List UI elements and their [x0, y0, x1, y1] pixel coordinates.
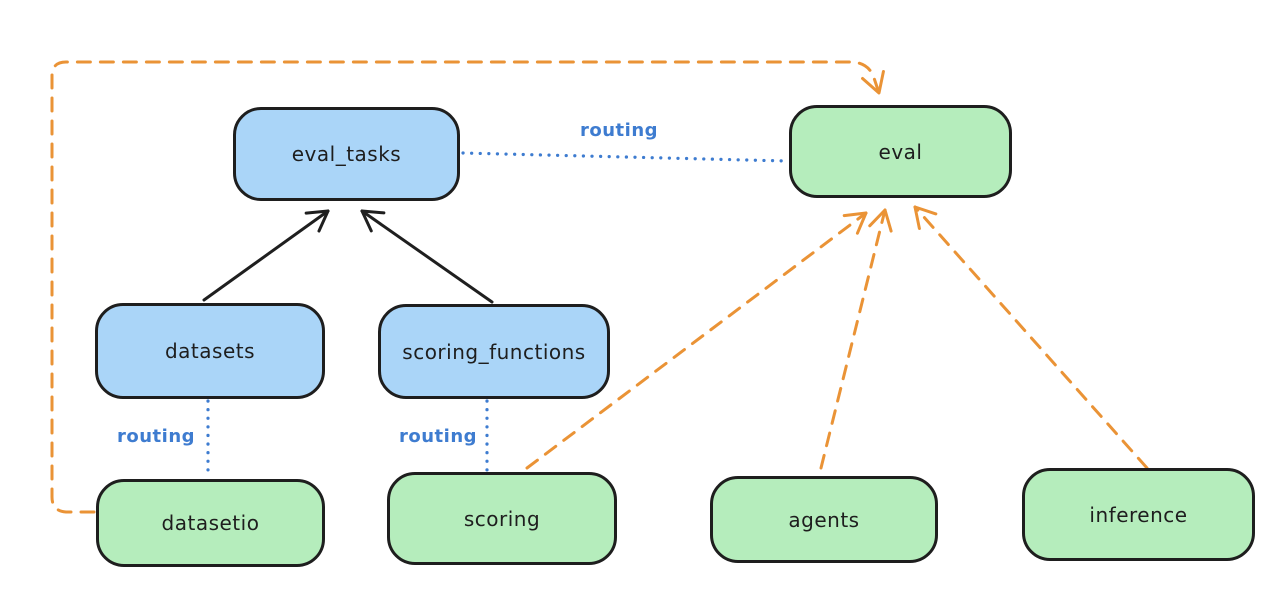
node-scoring-functions: scoring_functions	[378, 304, 610, 399]
node-inference-label: inference	[1089, 502, 1188, 527]
node-scoring-functions-label: scoring_functions	[402, 339, 586, 364]
node-datasetio: datasetio	[96, 479, 325, 567]
node-scoring: scoring	[387, 472, 617, 565]
node-agents-label: agents	[788, 507, 860, 532]
node-datasets: datasets	[95, 303, 325, 399]
node-agents: agents	[710, 476, 938, 563]
edge-scoring-functions-to-eval-tasks-arrow	[360, 209, 494, 304]
edge-label-routing-eval-tasks-eval: routing	[579, 120, 659, 141]
node-eval-tasks: eval_tasks	[233, 107, 460, 201]
node-eval-tasks-label: eval_tasks	[291, 142, 402, 166]
edge-label-routing-scoring-functions-scoring: routing	[398, 426, 478, 447]
edge-eval-tasks-to-eval-routing-line	[461, 151, 789, 163]
node-eval-label: eval	[878, 139, 923, 164]
node-eval: eval	[789, 105, 1012, 198]
node-scoring-label: scoring	[463, 506, 541, 531]
node-datasets-label: datasets	[164, 339, 256, 363]
edge-scoring-to-eval-arrow	[525, 211, 868, 470]
node-datasetio-label: datasetio	[161, 511, 260, 535]
edge-datasets-to-eval-tasks-arrow	[202, 209, 330, 302]
edge-inference-to-eval-arrow	[913, 205, 1149, 470]
edge-agents-to-eval-arrow	[819, 208, 893, 470]
node-inference: inference	[1022, 468, 1255, 561]
edge-label-routing-datasets-datasetio: routing	[116, 426, 196, 447]
edge-datasetio-to-eval-arrow	[50, 60, 885, 514]
